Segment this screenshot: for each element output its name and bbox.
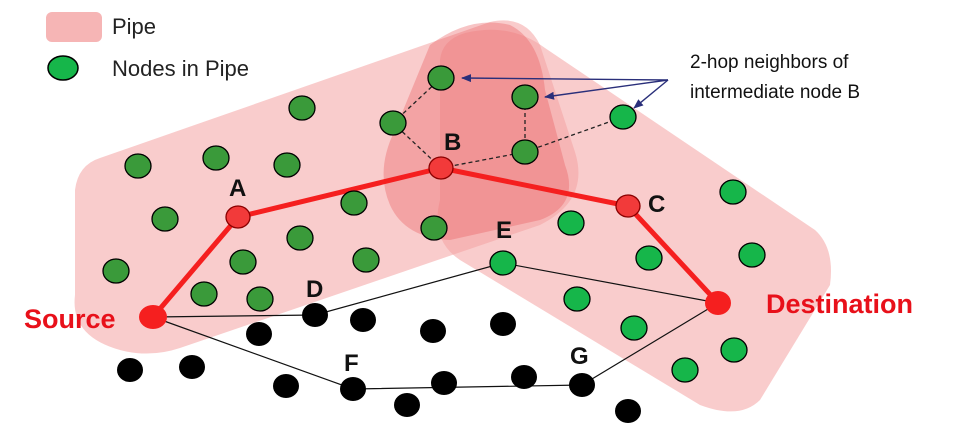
outside-node [273, 374, 299, 398]
pipe-node [340, 190, 368, 216]
pipe-node [720, 337, 748, 363]
pipe-node [379, 110, 407, 136]
label-source: Source [24, 304, 116, 334]
pipe-node [427, 65, 455, 91]
annotation-arrows [461, 74, 669, 109]
outside-nodes [117, 303, 641, 423]
pipe-node [671, 357, 699, 383]
pipe-node [246, 286, 274, 312]
pipe-node [102, 258, 130, 284]
pipe-node [202, 145, 230, 171]
legend-node-swatch [47, 55, 79, 81]
outside-node [394, 393, 420, 417]
pipe-node [557, 210, 585, 236]
pipe-node [124, 153, 152, 179]
pipe-node [352, 247, 380, 273]
alternate-route-line [152, 302, 719, 390]
label-a: A [229, 175, 246, 202]
outside-node [117, 358, 143, 382]
pipe-node [229, 249, 257, 275]
alternate-route-line [152, 262, 719, 318]
source-node [139, 305, 167, 329]
label-destination: Destination [766, 289, 913, 319]
pipe-node [609, 104, 637, 130]
pipe-node [273, 152, 301, 178]
pipe-node [288, 95, 316, 121]
legend-nodes-label: Nodes in Pipe [112, 56, 249, 81]
outside-node [350, 308, 376, 332]
label-e: E [496, 217, 512, 244]
pipe-node [190, 281, 218, 307]
pipe-node [511, 139, 539, 165]
outside-node [246, 322, 272, 346]
pipe-node [635, 245, 663, 271]
outside-node [490, 312, 516, 336]
pipe-nodes-bright [489, 104, 766, 383]
pipe-node [563, 286, 591, 312]
pipe-nodes [102, 65, 539, 312]
legend-pipe-swatch [46, 12, 102, 42]
route-nodes [225, 156, 641, 229]
destination-node [705, 291, 731, 315]
outside-node [340, 377, 366, 401]
pipe-node [151, 206, 179, 232]
outside-node [179, 355, 205, 379]
label-g: G [570, 343, 589, 370]
pipe-node [620, 315, 648, 341]
pipe-node [420, 215, 448, 241]
pipe-node [511, 84, 539, 110]
pipe-node [738, 242, 766, 268]
label-b: B [444, 129, 461, 156]
outside-node [420, 319, 446, 343]
annotation-line-2: intermediate node B [690, 82, 860, 103]
route-node-a [225, 205, 251, 229]
outside-node [511, 365, 537, 389]
label-f: F [344, 350, 359, 377]
label-c: C [648, 191, 665, 218]
label-d: D [306, 276, 323, 303]
pipe-region-lower [437, 29, 831, 412]
route-node-b [428, 156, 454, 180]
pipe-node [286, 225, 314, 251]
outside-node [615, 399, 641, 423]
pipe-node [489, 250, 517, 276]
route-node-c [615, 194, 641, 218]
outside-node [302, 303, 328, 327]
annotation-line-1: 2-hop neighbors of [690, 52, 849, 73]
outside-node [431, 371, 457, 395]
legend-pipe-label: Pipe [112, 14, 156, 39]
outside-node [569, 373, 595, 397]
pipe-node [719, 179, 747, 205]
